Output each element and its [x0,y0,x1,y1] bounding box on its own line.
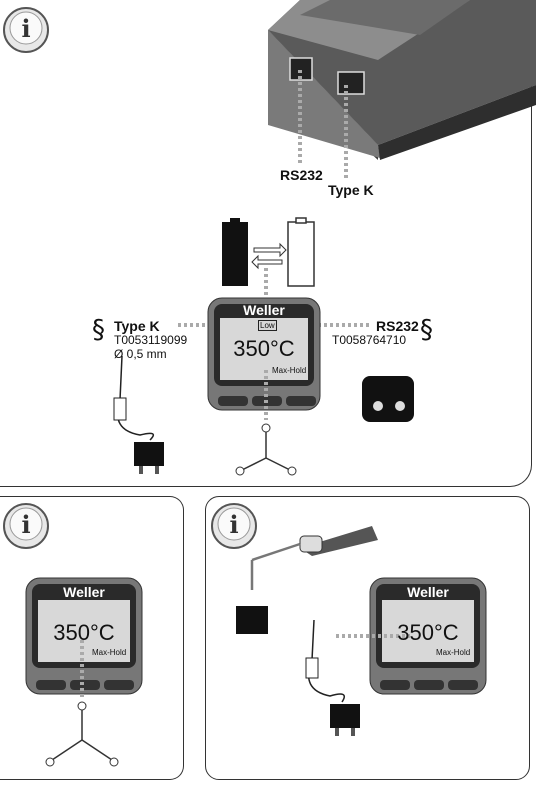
device-brand: Weller [243,302,285,318]
typek-dia: Ø 0,5 mm [114,347,167,361]
device-temp-3: 350°C [53,620,115,645]
link-icon-left: § [92,315,105,345]
info-icon: i [3,7,49,53]
typek-part: T0053119099 [114,333,188,347]
rs232-part: T0058764710 [332,333,407,347]
link-icon-right: § [420,315,433,345]
rs232-name: RS232 [376,318,419,334]
typek-port-label: Type K [328,182,374,198]
device-brand-4: Weller [407,584,449,600]
device-brand-3: Weller [63,584,105,600]
device-mode: Max-Hold [272,366,307,375]
panel1-drawing: i [3,0,536,180]
device-mode-3: Max-Hold [92,648,127,657]
rs232-port-label: RS232 [280,167,323,183]
typek-name: Type K [114,318,160,334]
device-temp: 350°C [233,336,295,361]
panel-measure-iron [205,496,530,780]
lowbat-indicator: Low [258,320,277,331]
svg-text:i: i [21,14,30,43]
device-temp-4: 350°C [397,620,459,645]
device-mode-4: Max-Hold [436,648,471,657]
device-housing-image [268,0,536,160]
